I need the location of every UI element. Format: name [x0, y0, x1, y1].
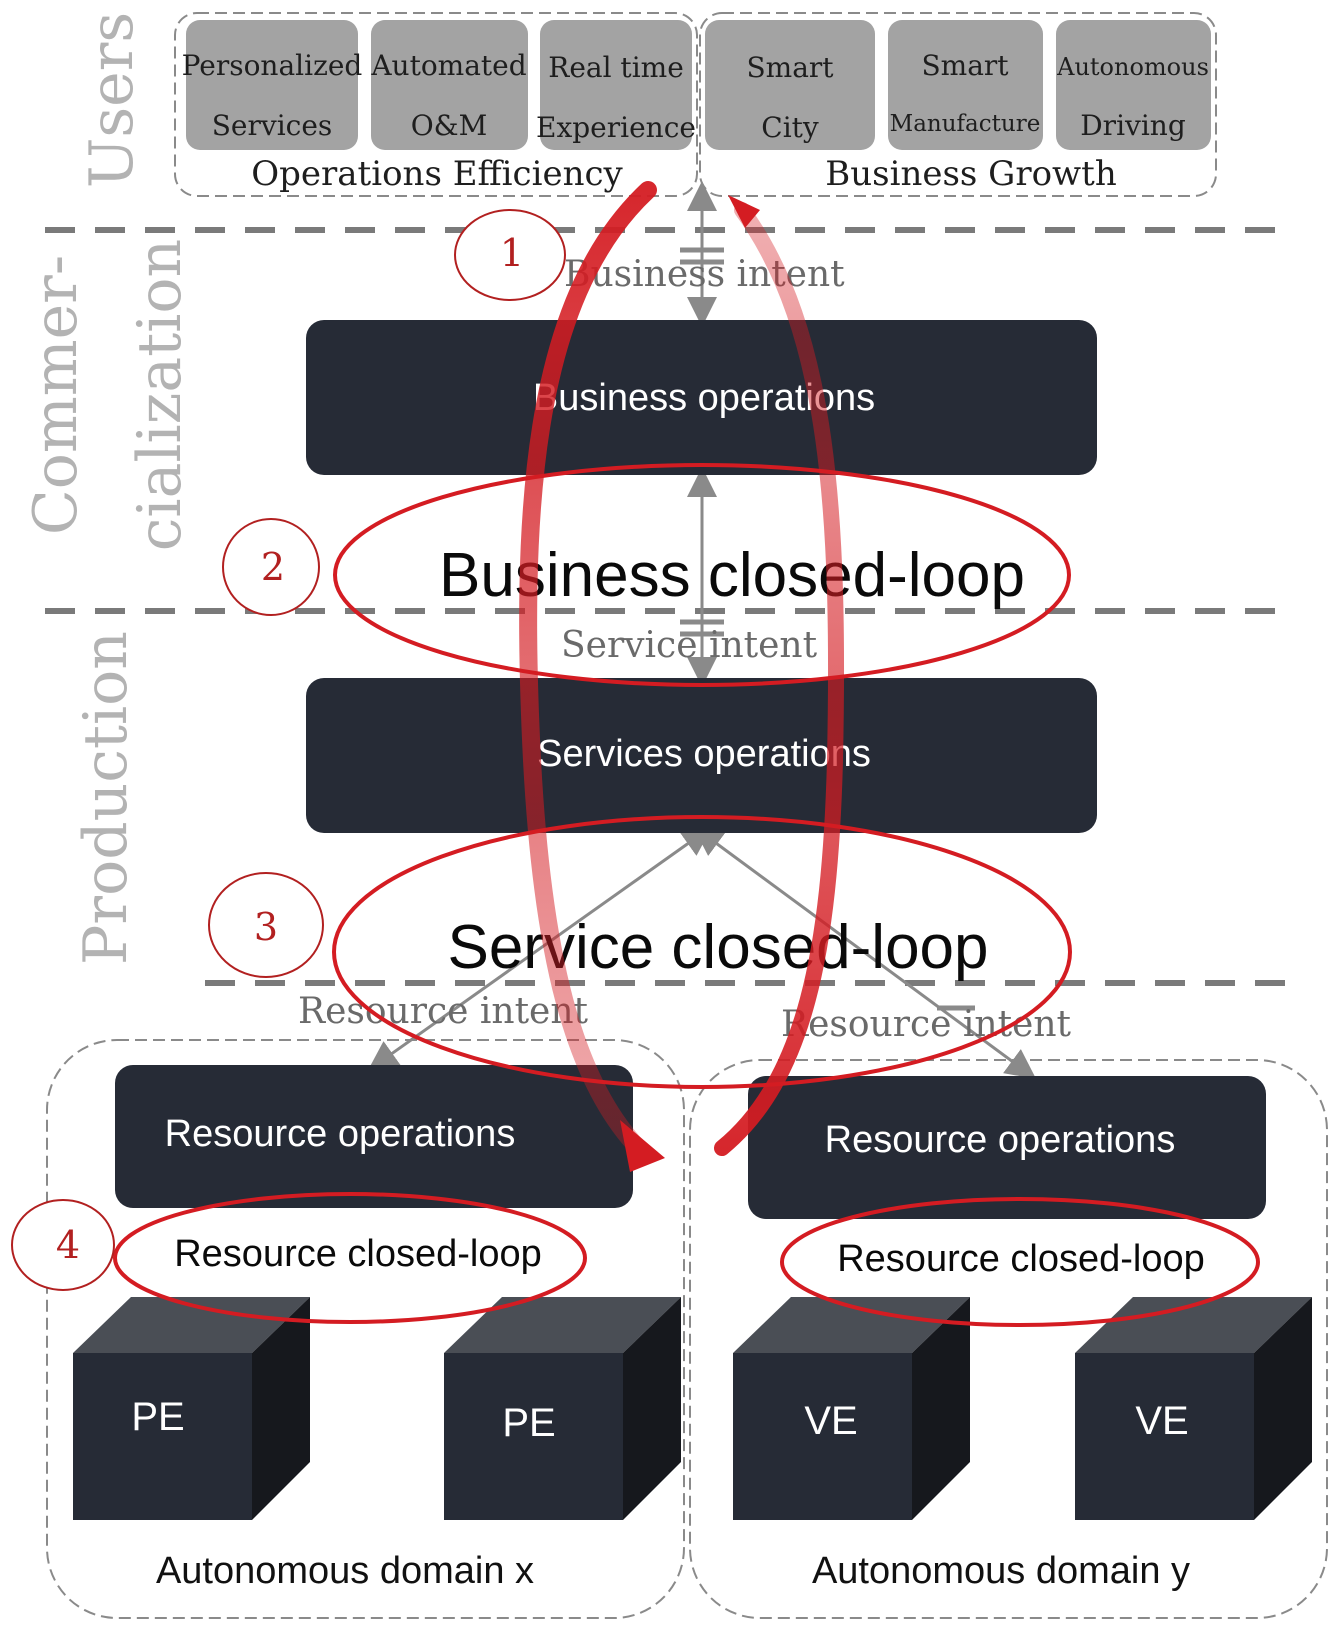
loop-arrow-down: [519, 181, 657, 1159]
resource-operations-label-x: Resource operations: [165, 1113, 516, 1155]
resource-intent-label-right: Resource intent: [781, 1004, 1072, 1045]
resource-intent-label-left: Resource intent: [298, 991, 589, 1032]
service-intent-label: Service intent: [561, 625, 818, 666]
tile-label: Smart: [746, 51, 834, 84]
layer-labels: Users Commer- cialization Production: [21, 12, 195, 965]
tile-label: Autonomous: [1056, 53, 1209, 81]
business-operations-box: [306, 320, 1097, 475]
network-elements: [73, 1297, 1312, 1520]
intent-arrows: [367, 181, 1037, 1079]
tile-label: City: [761, 111, 819, 144]
loop-number-circle: [454, 209, 566, 301]
operations-efficiency-caption: Operations Efficiency: [251, 154, 623, 194]
tile-personalized-services: [186, 20, 358, 150]
tile-autonomous-driving: [1056, 20, 1211, 150]
tile-label: Driving: [1080, 109, 1186, 142]
tile-label: Services: [212, 109, 333, 142]
tile-smart-manufacture: [888, 20, 1043, 150]
layer-label-users: Users: [77, 12, 147, 188]
resource-intent-arrow-right: [692, 826, 1037, 1079]
closed-loop-ellipses: [113, 463, 1260, 1327]
resource-intent-arrow-left: [367, 826, 713, 1071]
users-panel: Personalized Services Automated O&M Real…: [174, 12, 1217, 197]
loop-number: 2: [261, 545, 285, 589]
loop-arrow-up: [714, 202, 845, 1156]
resource-operations-box-y: [748, 1076, 1266, 1219]
autonomous-domains: [46, 1039, 1328, 1619]
autonomous-domain-x-label: Autonomous domain x: [156, 1550, 534, 1592]
layer-label-commercialization-1: Commer-: [21, 255, 91, 535]
resource-closed-loop-label-y: Resource closed-loop: [837, 1238, 1205, 1280]
network-element-cube: [1075, 1297, 1312, 1520]
autonomous-domain-y: [689, 1059, 1328, 1619]
network-element-label: VE: [804, 1399, 857, 1443]
service-closed-loop-label: Service closed-loop: [447, 913, 988, 982]
layer-label-production: Production: [71, 631, 141, 965]
tile-label: Automated: [370, 49, 526, 82]
autonomous-domain-x: [46, 1039, 685, 1619]
resource-closed-loop-ellipse-y: [780, 1197, 1260, 1327]
tile-label: Experience: [536, 111, 696, 144]
tile-label: Smart: [921, 49, 1009, 82]
tile-real-time-experience: [540, 20, 692, 150]
loop-number-circle: [208, 872, 324, 978]
business-growth-caption: Business Growth: [825, 154, 1116, 194]
loop-arrow-down-head: [620, 1120, 665, 1172]
network-element-cube: [444, 1297, 681, 1520]
business-intent-label: Business intent: [564, 254, 845, 295]
loop-number-circle: [11, 1199, 115, 1291]
tile-label: Personalized: [182, 49, 363, 82]
business-closed-loop-ellipse: [333, 463, 1071, 687]
resource-closed-loop-ellipse-x: [113, 1192, 587, 1324]
business-growth-group: [699, 12, 1217, 197]
network-element-cube: [73, 1297, 310, 1520]
tile-label: Manufacture: [890, 111, 1041, 137]
network-element-label: PE: [502, 1401, 555, 1445]
loop-number: 1: [500, 231, 524, 275]
services-operations-box: [306, 678, 1097, 833]
autonomous-domain-y-label: Autonomous domain y: [812, 1550, 1190, 1592]
tile-label: Real time: [548, 51, 684, 84]
resource-operations-box-x: [115, 1065, 633, 1208]
resource-operations-label-y: Resource operations: [825, 1119, 1176, 1161]
loop-number-markers: [11, 209, 566, 1291]
layer-label-commercialization-2: cialization: [125, 239, 195, 551]
tile-automated-om: [371, 20, 528, 150]
big-loop-arrows: [519, 181, 845, 1172]
service-closed-loop-ellipse: [332, 815, 1072, 1089]
loop-number: 4: [56, 1223, 80, 1267]
loop-number: 3: [254, 905, 278, 949]
resource-closed-loop-label-x: Resource closed-loop: [174, 1233, 542, 1275]
operation-boxes: [115, 320, 1266, 1219]
loop-arrow-up-head: [728, 195, 760, 228]
tile-smart-city: [705, 20, 875, 150]
network-element-label: PE: [131, 1395, 184, 1439]
services-operations-label: Services operations: [537, 733, 871, 775]
tile-label: O&M: [411, 109, 488, 142]
network-element-label: VE: [1135, 1399, 1188, 1443]
loop-number-circle: [222, 518, 320, 616]
network-element-cube: [733, 1297, 970, 1520]
operations-efficiency-group: [174, 12, 698, 197]
